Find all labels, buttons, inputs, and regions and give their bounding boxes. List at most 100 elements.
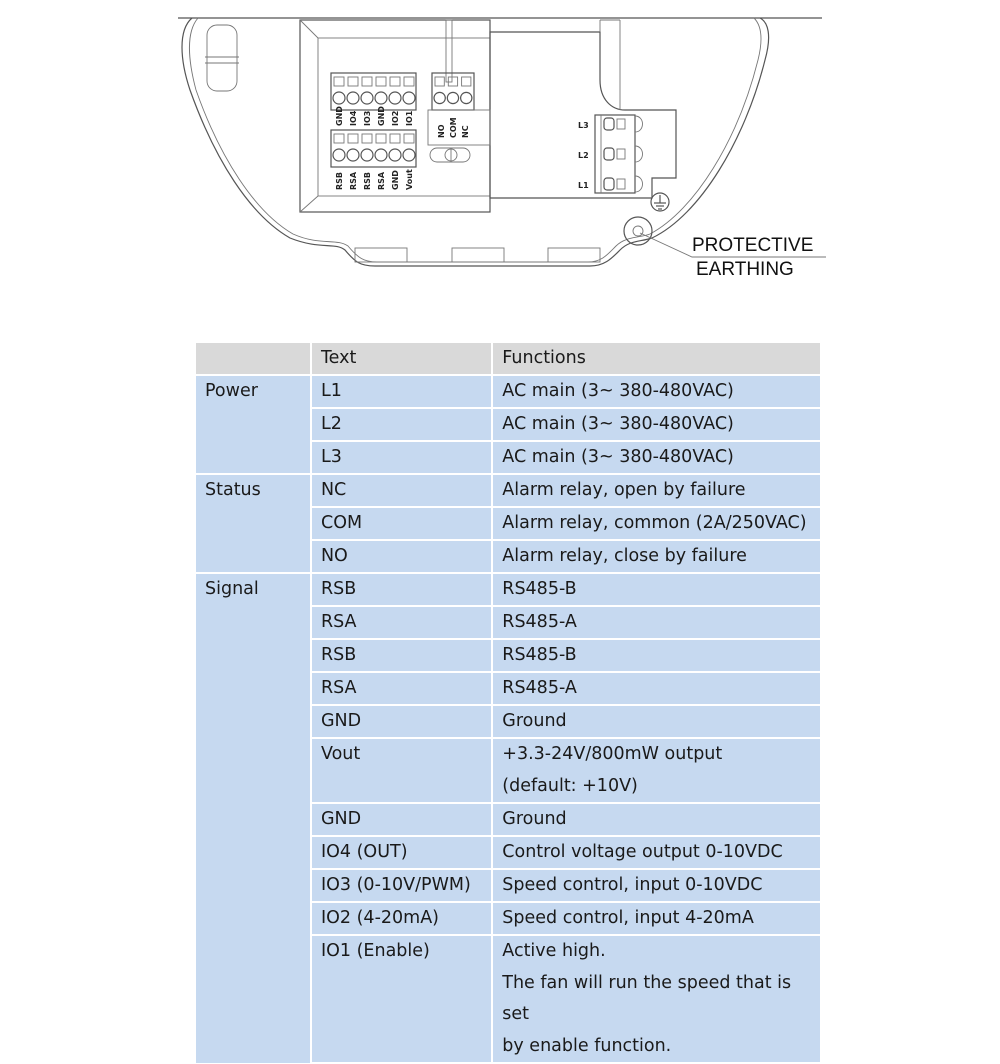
pin-function-cell: +3.3-24V/800mW output(default: +10V)	[491, 737, 822, 804]
terminal-slot	[375, 133, 387, 144]
pin-text-cell: RSA	[309, 605, 494, 640]
pin-text-cell: IO4 (OUT)	[309, 835, 494, 870]
terminal-screw	[360, 91, 374, 105]
table-row: IO1 (Enable)Active high.The fan will run…	[195, 934, 822, 1064]
table-row: IO2 (4-20mA)Speed control, input 4-20mA	[195, 901, 822, 936]
table-row: GND Ground	[195, 704, 822, 739]
terminal-label: IO1	[405, 110, 414, 126]
header-functions: Functions	[491, 341, 822, 376]
table-row: Vout+3.3-24V/800mW output(default: +10V)	[195, 737, 822, 804]
pin-function-cell: RS485-B	[491, 638, 822, 673]
terminal-label: NO	[437, 124, 446, 138]
power-terminal-clamp	[603, 147, 615, 161]
terminal-screw	[332, 148, 346, 162]
terminal-screw	[360, 148, 374, 162]
function-line: Active high.	[502, 941, 606, 961]
pin-text-cell: L1	[309, 374, 494, 409]
terminal-slot	[361, 76, 373, 87]
terminal-block-io	[330, 72, 417, 111]
pin-function-cell: Control voltage output 0-10VDC	[491, 835, 822, 870]
terminal-label: IO3	[363, 111, 372, 126]
terminal-label: IO4	[349, 110, 358, 126]
terminal-slot	[375, 76, 387, 87]
function-line: (default: +10V)	[502, 776, 638, 796]
function-line: AC main (3~ 380-480VAC)	[502, 381, 734, 401]
terminal-screw	[346, 148, 360, 162]
table-row: IO4 (OUT)Control voltage output 0-10VDC	[195, 835, 822, 870]
function-line: Alarm relay, common (2A/250VAC)	[502, 513, 807, 533]
power-label: L3	[578, 121, 589, 130]
power-terminal-clamp	[603, 177, 615, 191]
pin-text-cell: NC	[309, 473, 494, 508]
terminal-label: RSB	[335, 172, 344, 190]
terminal-label: RSB	[363, 172, 372, 190]
pin-function-cell: Alarm relay, close by failure	[491, 539, 822, 574]
terminal-slot	[333, 133, 345, 144]
pin-function-cell: AC main (3~ 380-480VAC)	[491, 374, 822, 409]
terminal-label: NC	[461, 125, 470, 138]
function-line: Speed control, input 0-10VDC	[502, 875, 763, 895]
pin-function-cell: RS485-A	[491, 671, 822, 706]
pin-text-cell: GND	[309, 704, 494, 739]
table-header-row: Text Functions	[194, 341, 822, 376]
terminal-label: GND	[391, 170, 400, 190]
terminal-screw	[402, 91, 416, 105]
group-cell-status: Status	[194, 473, 312, 573]
pin-text-cell: L3	[309, 440, 494, 475]
terminal-label: GND	[377, 106, 386, 126]
table-row: L3 AC main (3~ 380-480VAC)	[195, 440, 822, 475]
terminal-slot	[389, 76, 401, 87]
terminal-slot	[461, 76, 472, 87]
header-text: Text	[309, 341, 494, 376]
function-line: Ground	[502, 711, 567, 731]
earthing-screw-icon	[623, 216, 653, 246]
terminal-screw	[346, 91, 360, 105]
earthing-label-line2: EARTHING	[696, 259, 794, 280]
pin-function-cell: Active high. The fan will run the speed t…	[491, 934, 822, 1064]
earthing-leader-line	[639, 232, 826, 258]
earthing-label-line1: PROTECTIVE	[692, 235, 813, 256]
terminal-screw	[402, 148, 416, 162]
bottom-tabs	[354, 247, 601, 263]
function-line: RS485-A	[502, 678, 577, 698]
terminal-slot	[347, 76, 359, 87]
function-line: AC main (3~ 380-480VAC)	[502, 447, 734, 467]
pin-function-cell: Ground	[491, 704, 822, 739]
pin-text-cell: RSA	[309, 671, 494, 706]
terminal-label: Vout	[405, 169, 414, 190]
gasket	[206, 24, 238, 92]
function-line: Alarm relay, open by failure	[502, 480, 746, 500]
housing-outline	[181, 17, 770, 267]
pin-text-cell: GND	[309, 802, 494, 837]
pin-function-cell: AC main (3~ 380-480VAC)	[491, 407, 822, 442]
terminal-slot	[389, 133, 401, 144]
pin-function-cell: Alarm relay, common (2A/250VAC)	[491, 506, 822, 541]
terminal-label: IO2	[391, 111, 400, 126]
pin-function-cell: Speed control, input 0-10VDC	[491, 868, 822, 903]
terminal-screw	[446, 91, 460, 105]
terminal-label: COM	[449, 117, 458, 138]
terminal-slot	[347, 133, 359, 144]
function-line: The fan will run the speed that is set	[502, 973, 792, 1024]
terminal-label: RSA	[377, 171, 386, 190]
pin-text-cell: IO2 (4-20mA)	[309, 901, 494, 936]
power-label: L2	[578, 151, 589, 160]
power-label: L1	[578, 181, 589, 190]
function-line: RS485-A	[502, 612, 577, 632]
table-row: IO3 (0-10V/PWM)Speed control, input 0-10…	[195, 868, 822, 903]
terminal-slot	[361, 133, 373, 144]
pin-function-cell: AC main (3~ 380-480VAC)	[491, 440, 822, 475]
terminal-screw	[374, 148, 388, 162]
pin-function-cell: Alarm relay, open by failure	[491, 473, 822, 508]
pin-text-cell: Vout	[309, 737, 494, 804]
